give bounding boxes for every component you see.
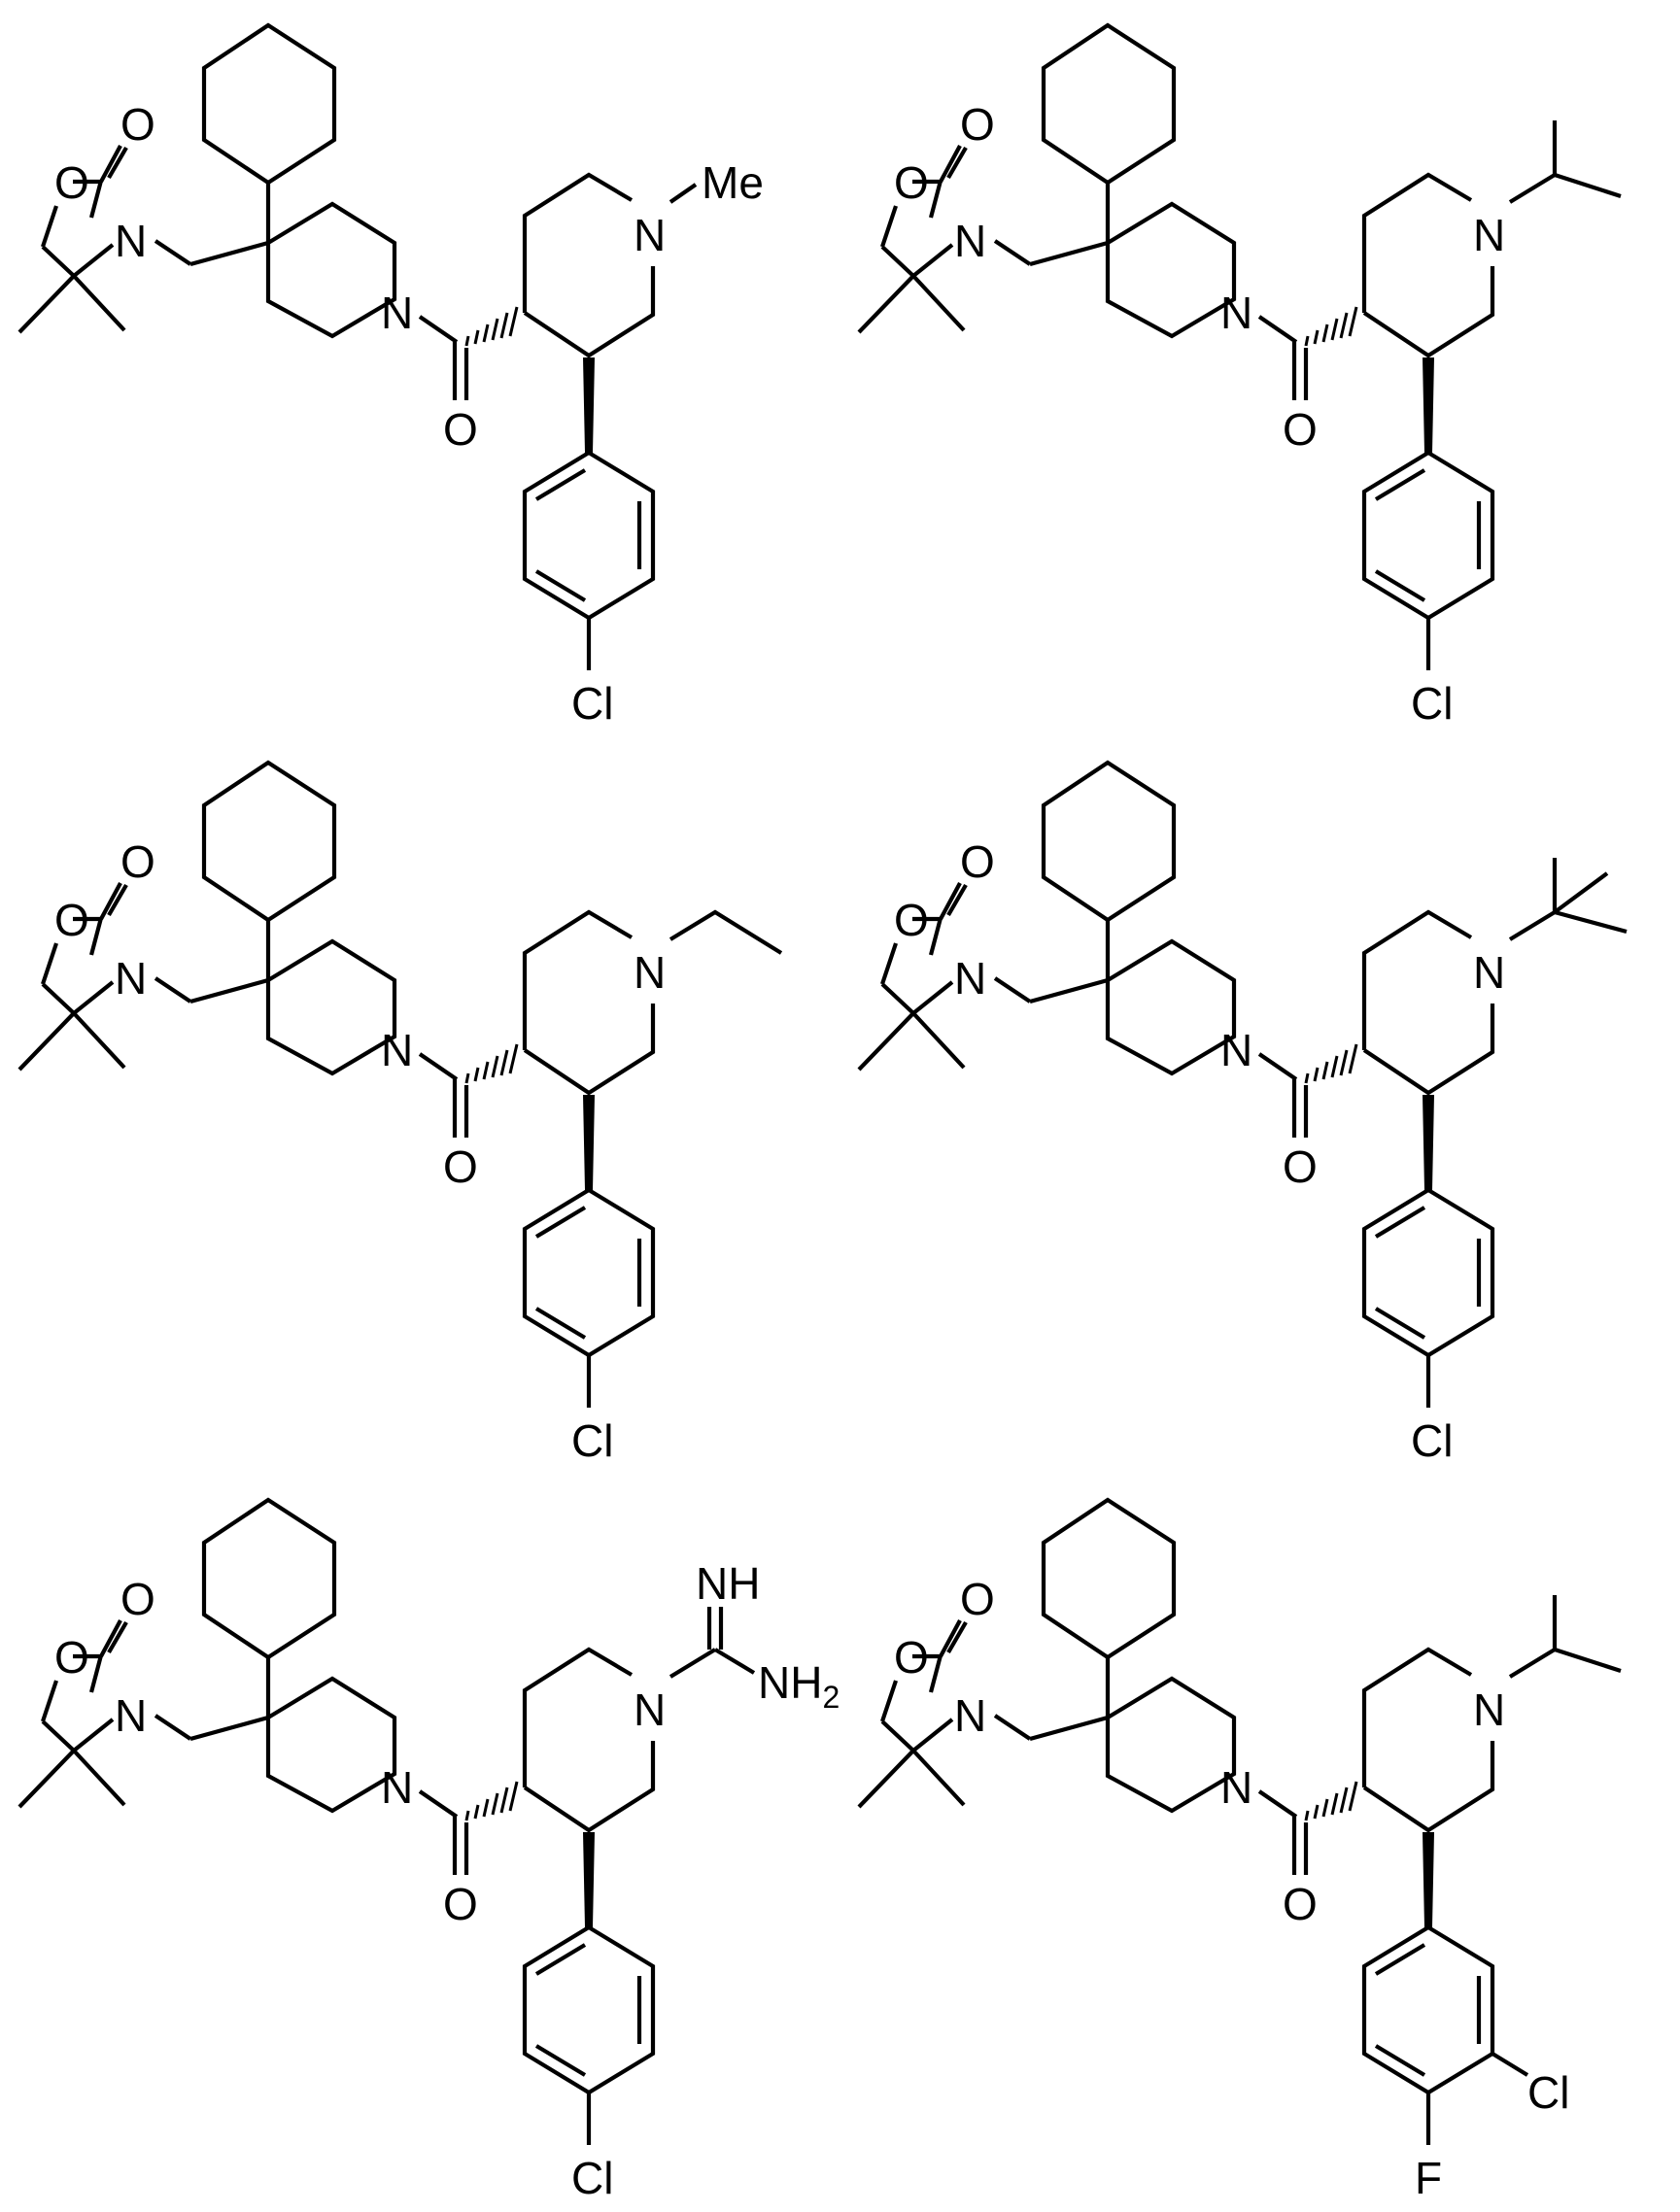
carbonyl-oxygen-label: O <box>120 836 155 887</box>
structure-drawing: O O N N O N Cl <box>840 0 1622 729</box>
chloro-label: Cl <box>571 678 613 729</box>
carbonyl-oxygen-label: O <box>120 99 155 150</box>
oxazolidinone-nitrogen-label: N <box>954 216 986 266</box>
piperidine-nitrogen-label: N <box>381 1762 413 1813</box>
compound-5: O O N N O N NH NH2 Cl <box>0 1475 840 2212</box>
amide-oxygen-label: O <box>443 404 478 455</box>
chloro-label: Cl <box>1527 2067 1569 2118</box>
piperidine-nitrogen-label: N <box>381 1025 413 1075</box>
methyl-label: Me <box>702 157 764 208</box>
piperidine-nitrogen-label: N <box>381 288 413 338</box>
carbonyl-oxygen-label: O <box>120 1574 155 1624</box>
structure-drawing: O O N N O N Me Cl <box>0 0 764 729</box>
ring-oxygen-label: O <box>894 157 929 208</box>
ring-oxygen-label: O <box>54 1632 89 1683</box>
compound-2: O O N N O N Cl <box>840 0 1679 737</box>
piperidine2-nitrogen-label: N <box>634 1685 666 1735</box>
oxazolidinone-nitrogen-label: N <box>954 953 986 1004</box>
fluoro-label: F <box>1415 2153 1442 2203</box>
chloro-label: Cl <box>1411 678 1453 729</box>
ring-oxygen-label: O <box>894 1632 929 1683</box>
oxazolidinone-nitrogen-label: N <box>115 953 147 1004</box>
structure-drawing: O O N N O N NH NH2 Cl <box>0 1475 840 2203</box>
compound-4: O O N N O N Cl <box>840 737 1679 1475</box>
oxazolidinone-nitrogen-label: N <box>954 1690 986 1741</box>
piperidine2-nitrogen-label: N <box>634 947 666 998</box>
amide-oxygen-label: O <box>1283 1879 1318 1929</box>
amine-label: NH2 <box>758 1657 840 1715</box>
piperidine-nitrogen-label: N <box>1220 288 1252 338</box>
amide-oxygen-label: O <box>1283 1141 1318 1192</box>
compound-1: O O N N O N Me Cl <box>0 0 840 737</box>
structure-drawing: O O N N O N Cl F <box>840 1475 1622 2203</box>
piperidine-nitrogen-label: N <box>1220 1762 1252 1813</box>
oxazolidinone-nitrogen-label: N <box>115 216 147 266</box>
compound-6: O O N N O N Cl F <box>840 1475 1679 2212</box>
carbonyl-oxygen-label: O <box>960 99 995 150</box>
ring-oxygen-label: O <box>54 895 89 945</box>
piperidine2-nitrogen-label: N <box>1473 210 1505 260</box>
chloro-label: Cl <box>571 1415 613 1466</box>
piperidine-nitrogen-label: N <box>1220 1025 1252 1075</box>
chloro-label: Cl <box>1411 1415 1453 1466</box>
oxazolidinone-nitrogen-label: N <box>115 1690 147 1741</box>
structure-drawing: O O N N O N Cl <box>840 737 1628 1466</box>
carbonyl-oxygen-label: O <box>960 1574 995 1624</box>
amide-oxygen-label: O <box>443 1879 478 1929</box>
ring-oxygen-label: O <box>54 157 89 208</box>
piperidine2-nitrogen-label: N <box>634 210 666 260</box>
chloro-label: Cl <box>571 2153 613 2203</box>
carbonyl-oxygen-label: O <box>960 836 995 887</box>
ring-oxygen-label: O <box>894 895 929 945</box>
structure-drawing: O O N N O N Cl <box>0 737 783 1466</box>
piperidine2-nitrogen-label: N <box>1473 1685 1505 1735</box>
amide-oxygen-label: O <box>443 1141 478 1192</box>
piperidine2-nitrogen-label: N <box>1473 947 1505 998</box>
amide-oxygen-label: O <box>1283 404 1318 455</box>
imine-label: NH <box>696 1558 760 1609</box>
compound-3: O O N N O N Cl <box>0 737 840 1475</box>
